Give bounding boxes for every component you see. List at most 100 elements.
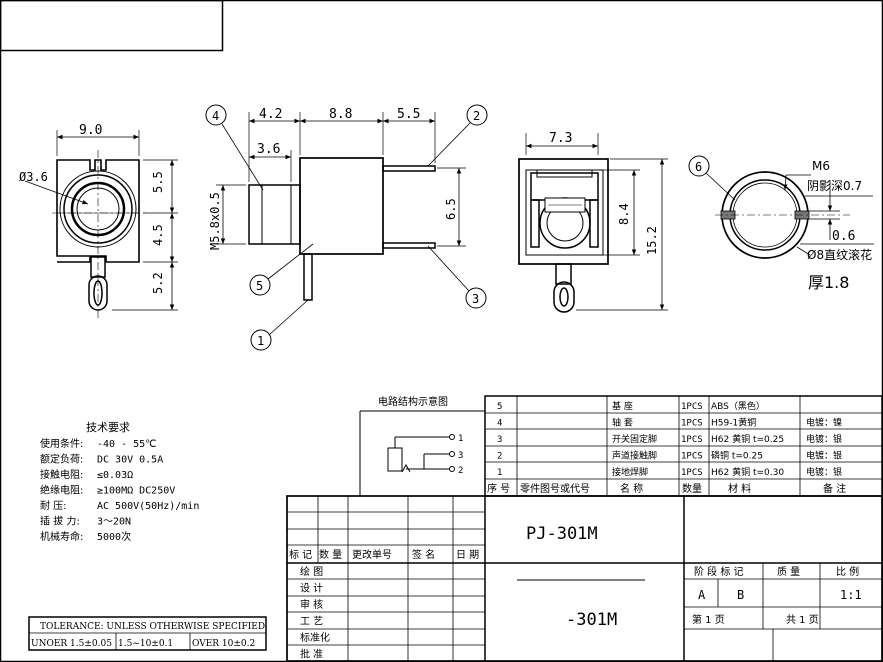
back-dim-a: 8.4 (617, 203, 631, 225)
bom-header-drawing: 零件图号或代号 (520, 483, 590, 495)
circuit-diagram (359, 410, 485, 496)
bom-table (484, 395, 883, 497)
bom-cell-note: 电镀：银 (806, 466, 842, 478)
bom-cell-no: 5 (497, 402, 502, 412)
circuit-pin-3: 3 (458, 451, 463, 461)
bom-header-qty: 数量 (682, 482, 702, 495)
tech-label: 绝缘电阻: (40, 484, 83, 497)
rev-header: 签 名 (412, 548, 435, 561)
bom-cell-material: H59-1黄铜 (711, 417, 756, 429)
back-view (518, 133, 668, 313)
balloon-4: 4 (212, 109, 219, 123)
scale-label: 比 例 (836, 565, 859, 578)
nut-thread-label: M6 (812, 159, 830, 173)
bom-cell-no: 3 (497, 435, 502, 445)
balloon-6: 6 (695, 160, 702, 174)
bom-cell-note: 电镀：镍 (806, 417, 842, 429)
mass-label: 质 量 (777, 566, 800, 578)
circuit-title: 电路结构示意图 (378, 395, 448, 408)
part-number: PJ-301M (526, 524, 598, 544)
bom-cell-name: 轴 套 (612, 417, 633, 429)
scale-value: 1:1 (840, 588, 862, 602)
sign-row-label: 工 艺 (300, 616, 323, 628)
nut-thickness-label: 厚1.8 (808, 273, 849, 292)
tolerance-cell-small: UNOER 1.5±0.05 (31, 639, 112, 649)
bom-cell-qty: 1PCS (681, 468, 703, 478)
side-dim-c: 5.5 (397, 107, 420, 122)
side-pin-gap-dim: 6.5 (444, 198, 458, 220)
balloon-1: 1 (257, 334, 264, 348)
sign-row-label: 标准化 (300, 631, 330, 644)
part-number-short: -301M (566, 610, 617, 630)
sign-row-label: 绘 图 (300, 565, 323, 578)
sign-row-label: 批 准 (300, 648, 323, 661)
corner-label-box (0, 0, 224, 52)
tolerance-table (28, 616, 267, 651)
bom-cell-material: H62 黄铜 t=0.25 (711, 433, 784, 445)
tech-value: 5000次 (97, 530, 131, 543)
front-hole-dim: Ø3.6 (19, 170, 48, 184)
stage-label: 阶 段 标 记 (694, 565, 744, 578)
bom-cell-no: 4 (497, 419, 502, 429)
nut-dim-small: 0.6 (832, 229, 855, 244)
stage-b: B (737, 588, 744, 602)
front-view (24, 130, 178, 320)
bom-cell-name: 声道接触脚 (612, 450, 657, 462)
rev-header: 标 记 (289, 549, 312, 561)
sheet-number: 第 1 页 (692, 613, 725, 626)
bom-cell-material: ABS（黑色） (711, 400, 765, 412)
tech-value: ≥100MΩ DC250V (97, 486, 175, 497)
balloon-3: 3 (472, 292, 479, 306)
bom-header-no: 序 号 (487, 482, 510, 495)
bom-cell-qty: 1PCS (681, 419, 703, 429)
bom-cell-material: 磷铜 t=0.25 (711, 450, 763, 462)
tech-value: DC 30V 0.5A (97, 455, 163, 466)
front-dim-b: 4.5 (151, 224, 165, 246)
bom-cell-qty: 1PCS (681, 435, 703, 445)
bom-header-note: 备 注 (823, 482, 846, 495)
front-dim-c: 5.2 (151, 272, 165, 294)
front-width-dim: 9.0 (79, 123, 102, 138)
bom-cell-material: H62 黄铜 t=0.30 (711, 466, 784, 478)
tech-label: 额定负荷: (40, 453, 83, 466)
tech-value: ≤0.03Ω (97, 470, 133, 481)
tolerance-cell-large: OVER 10±0.2 (192, 639, 255, 649)
circuit-pin-1: 1 (458, 434, 463, 444)
bom-cell-no: 1 (497, 468, 502, 478)
tech-label: 机械寿命: (40, 530, 83, 543)
title-block (286, 495, 883, 662)
sign-row-label: 设 计 (300, 582, 323, 595)
tech-label: 插 拔 力: (40, 515, 80, 528)
balloon-2: 2 (473, 109, 480, 123)
bom-header-material: 材 料 (728, 482, 751, 495)
rev-header: 更改单号 (352, 548, 392, 561)
nut-view (688, 155, 874, 259)
nut-shadow-depth: 阴影深0.7 (807, 179, 862, 193)
bom-cell-name: 接地焊脚 (612, 466, 648, 478)
side-dim-a: 4.2 (259, 107, 282, 122)
front-dim-a: 5.5 (151, 171, 165, 193)
tech-value: -40 - 55℃ (97, 439, 156, 450)
nut-knurl-label: Ø8直纹滚花 (807, 247, 872, 262)
tech-title: 技术要求 (86, 421, 130, 434)
balloon-5: 5 (256, 279, 263, 293)
tech-value: 3～20N (97, 517, 131, 528)
bom-cell-qty: 1PCS (681, 452, 703, 462)
bom-header-name: 名 称 (620, 482, 643, 495)
rev-header: 数 量 (319, 548, 342, 561)
back-dim-b: 15.2 (645, 226, 659, 255)
bom-cell-note: 电镀：银 (806, 433, 842, 445)
side-dim-d: 3.6 (257, 142, 280, 157)
side-dim-b: 8.8 (329, 107, 352, 122)
sheet-total: 共 1 页 (786, 614, 819, 626)
stage-a: A (698, 588, 706, 602)
tech-label: 耐 压: (40, 499, 67, 512)
side-thread-dim: M5.8x0.5 (208, 192, 222, 250)
bom-cell-note: 电镀：银 (806, 450, 842, 462)
tolerance-cell-mid: 1.5~10±0.1 (118, 639, 173, 649)
bom-cell-name: 开关固定脚 (612, 433, 657, 445)
circuit-pin-2: 2 (458, 466, 463, 476)
tech-label: 接触电阻: (40, 468, 83, 481)
